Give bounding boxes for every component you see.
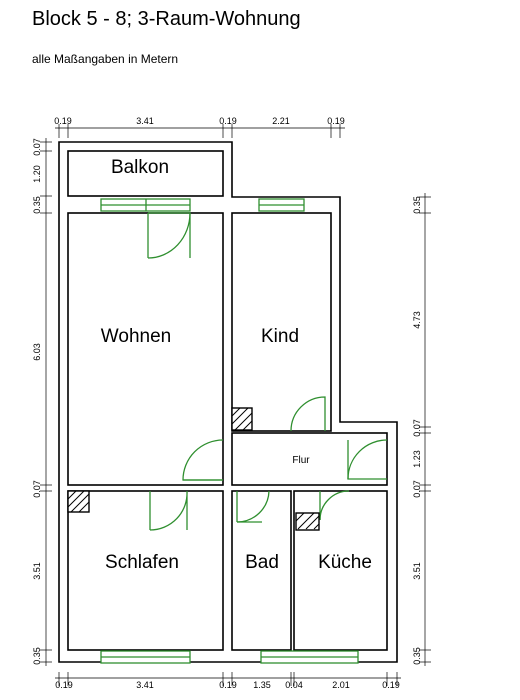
dim-right-4: 0.07 xyxy=(412,480,422,498)
dim-right-2: 0.07 xyxy=(412,419,422,437)
door-balkon xyxy=(147,212,191,259)
dim-bottom-2: 0.19 xyxy=(219,680,237,690)
dim-bottom-6: 0.19 xyxy=(382,680,400,690)
window-schlafen xyxy=(100,650,191,664)
wohnen-room xyxy=(67,212,224,486)
flur-room xyxy=(231,432,388,486)
dim-left-4: 0.07 xyxy=(32,480,42,498)
dim-left-3: 6.03 xyxy=(32,343,42,361)
dim-top-3: 2.21 xyxy=(272,116,290,126)
window-wohnen xyxy=(100,198,191,212)
plan-title: Block 5 - 8; 3-Raum-Wohnung xyxy=(32,8,301,30)
dim-left-2: 0.35 xyxy=(32,196,42,214)
dim-bottom-0: 0.19 xyxy=(55,680,73,690)
balkon-room xyxy=(67,150,224,197)
dim-right-1: 4.73 xyxy=(412,311,422,329)
kind-room xyxy=(231,212,332,432)
schlafen-room xyxy=(67,490,224,651)
label-flur: Flur xyxy=(292,455,310,466)
door-wohnen-flur xyxy=(182,439,224,481)
dim-right-6: 0.35 xyxy=(412,647,422,665)
dim-left-6: 0.35 xyxy=(32,647,42,665)
dim-left-0: 0.07 xyxy=(32,138,42,156)
dim-top-2: 0.19 xyxy=(219,116,237,126)
dim-right-5: 3.51 xyxy=(412,562,422,580)
dim-left-5: 3.51 xyxy=(32,562,42,580)
window-kind xyxy=(258,198,305,212)
window-bad-kueche xyxy=(260,650,359,664)
label-balkon: Balkon xyxy=(111,157,169,178)
plan-subtitle: alle Maßangaben in Metern xyxy=(32,52,179,66)
door-kind xyxy=(290,396,326,432)
dim-bottom-4: 0.04 xyxy=(285,680,303,690)
door-eingang xyxy=(347,439,388,480)
dim-right-0: 0.35 xyxy=(412,196,422,214)
shaft-schlafen xyxy=(67,490,90,513)
dim-bottom-3: 1.35 xyxy=(253,680,271,690)
dimension-chain-left: 0.07 1.20 0.35 6.03 0.07 3.51 0.35 xyxy=(32,138,52,666)
bad-room xyxy=(231,490,292,651)
dim-top-0: 0.19 xyxy=(54,116,72,126)
shaft-kind xyxy=(231,407,253,431)
dimension-chain-bottom: 0.19 3.41 0.19 1.35 0.04 2.01 0.19 xyxy=(55,672,401,690)
dim-top-1: 3.41 xyxy=(136,116,154,126)
label-kind: Kind xyxy=(261,326,299,347)
dim-bottom-5: 2.01 xyxy=(332,680,350,690)
label-kueche: Küche xyxy=(318,552,372,573)
label-wohnen: Wohnen xyxy=(101,326,171,347)
dim-bottom-1: 3.41 xyxy=(136,680,154,690)
dim-left-1: 1.20 xyxy=(32,165,42,183)
door-kueche xyxy=(319,490,350,521)
door-bad xyxy=(236,490,270,523)
dim-top-4: 0.19 xyxy=(327,116,345,126)
dimension-chain-right: 0.35 4.73 0.07 1.23 0.07 3.51 0.35 xyxy=(412,193,431,666)
shaft-kueche xyxy=(295,512,320,531)
door-schlafen xyxy=(149,490,188,531)
dim-right-3: 1.23 xyxy=(412,450,422,468)
label-schlafen: Schlafen xyxy=(105,552,179,573)
dimension-chain-top: 0.19 3.41 0.19 2.21 0.19 xyxy=(54,116,345,138)
label-bad: Bad xyxy=(245,552,279,573)
